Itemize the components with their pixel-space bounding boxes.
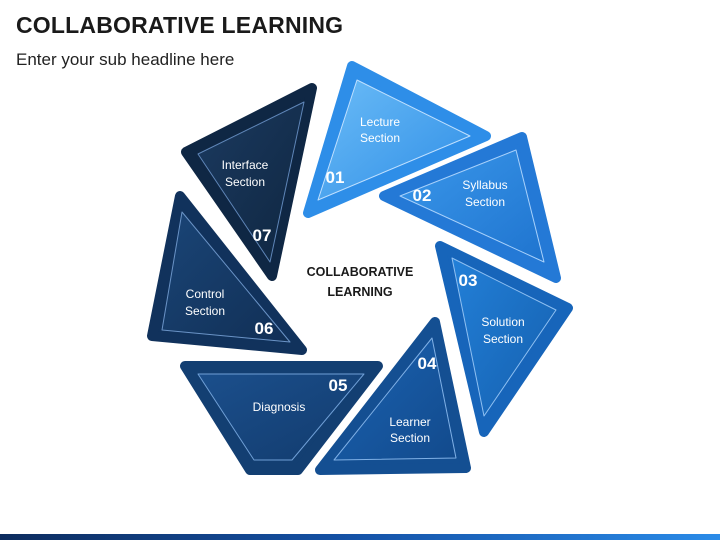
segment-interface-label-2: Section bbox=[225, 175, 265, 189]
segment-syllabus-inner bbox=[399, 149, 545, 263]
segment-learner-label-2: Section bbox=[390, 431, 430, 445]
segment-lecture-inner bbox=[317, 79, 471, 201]
segment-solution: Solution Section 03 bbox=[435, 241, 573, 437]
segment-solution-inner bbox=[451, 257, 557, 417]
segment-interface-number: 07 bbox=[253, 226, 272, 245]
segment-control-inner bbox=[161, 211, 291, 343]
segment-diagnosis: Diagnosis 05 bbox=[180, 361, 383, 475]
segment-diagnosis-label-1: Diagnosis bbox=[253, 400, 306, 414]
segment-lecture-label-2: Section bbox=[360, 131, 400, 145]
center-title-line-2: LEARNING bbox=[327, 285, 392, 299]
segment-interface: Interface Section 07 bbox=[181, 83, 317, 281]
page-title: COLLABORATIVE LEARNING bbox=[16, 12, 344, 38]
segment-learner: Learner Section 04 bbox=[315, 317, 471, 475]
segment-control: Control Section 06 bbox=[147, 191, 307, 355]
segment-learner-inner bbox=[333, 337, 457, 461]
segment-control-label-2: Section bbox=[185, 304, 225, 318]
segment-lecture-number: 01 bbox=[326, 168, 345, 187]
segment-diagnosis-inner bbox=[197, 373, 365, 461]
segment-lecture-label-1: Lecture bbox=[360, 115, 400, 129]
center-title-line-1: COLLABORATIVE bbox=[307, 265, 414, 279]
segment-lecture: Lecture Section 01 bbox=[303, 61, 491, 218]
segment-learner-number: 04 bbox=[418, 354, 437, 373]
segment-solution-label-1: Solution bbox=[481, 315, 524, 329]
segment-learner-label-1: Learner bbox=[389, 415, 430, 429]
segment-syllabus-number: 02 bbox=[413, 186, 432, 205]
segment-control-number: 06 bbox=[255, 319, 274, 338]
segment-solution-label-2: Section bbox=[483, 332, 523, 346]
segment-interface-label-1: Interface bbox=[222, 158, 269, 172]
bottom-accent-bar bbox=[0, 534, 720, 540]
segment-diagnosis-number: 05 bbox=[329, 376, 348, 395]
segment-solution-number: 03 bbox=[459, 271, 478, 290]
segment-control-label-1: Control bbox=[186, 287, 225, 301]
segment-syllabus-label-1: Syllabus bbox=[462, 178, 507, 192]
segment-interface-inner bbox=[197, 101, 305, 263]
segment-syllabus-label-2: Section bbox=[465, 195, 505, 209]
page-subtitle: Enter your sub headline here bbox=[16, 50, 235, 69]
segment-syllabus: Syllabus Section 02 bbox=[379, 132, 561, 283]
